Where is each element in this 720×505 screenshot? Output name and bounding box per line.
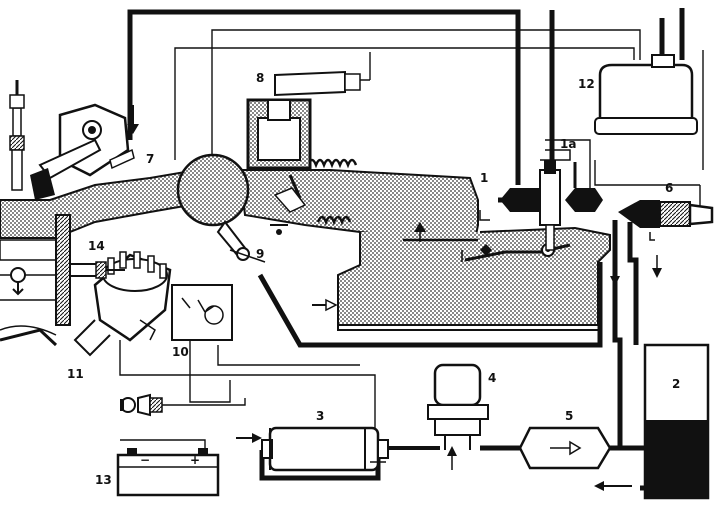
label-10: 10 [172, 345, 189, 359]
label-7: 7 [146, 152, 154, 166]
throttle-valve [270, 174, 307, 235]
ignition-distributor [73, 251, 172, 357]
aux-air-device [176, 153, 266, 263]
label-14: 14 [88, 239, 105, 253]
fuel-accumulator [594, 54, 698, 135]
label-9: 9 [256, 247, 264, 261]
label-11: 11 [67, 367, 84, 381]
fuel-line-top-loop [127, 9, 521, 185]
label-4: 4 [488, 371, 496, 385]
label-1a: 1a [560, 137, 576, 151]
fuel-pump [236, 426, 389, 472]
cold-start-valve-arrow [109, 105, 139, 170]
air-inlet-arrow [312, 298, 338, 312]
label-1: 1 [480, 171, 488, 185]
label-13: 13 [95, 473, 112, 487]
label-12: 12 [578, 77, 595, 91]
fuel-injector [69, 261, 125, 279]
bellows [306, 158, 358, 226]
air-sensor-plate [403, 222, 478, 262]
fuel-filter [518, 426, 612, 470]
warm-up-regulator [246, 70, 370, 170]
ignition-switch [120, 393, 163, 417]
flow-arrow-down-1 [610, 262, 620, 286]
label-2: 2 [672, 377, 680, 391]
fuel-line-injector-return [257, 262, 603, 348]
label-3: 3 [316, 409, 324, 423]
battery-plus-label: + [190, 453, 200, 467]
intake-manifold [0, 170, 192, 261]
thermo-time-switch [30, 103, 130, 200]
fuel-tank [594, 343, 710, 500]
battery-minus-label: − [140, 453, 150, 467]
fuel-line-valve-to-tank [627, 222, 639, 345]
spark-plug [9, 80, 25, 191]
flow-arrow-down-2 [652, 255, 662, 278]
fuel-distributor [479, 149, 603, 251]
fuel-accumulator-lower [388, 363, 489, 470]
wiring-lines [119, 29, 704, 455]
label-8: 8 [256, 71, 264, 85]
pressure-regulator [618, 200, 714, 241]
pump-relay [171, 284, 233, 341]
battery [116, 448, 220, 497]
temperature-sensor-icon [10, 267, 26, 296]
label-5: 5 [565, 409, 573, 423]
label-6: 6 [665, 181, 673, 195]
